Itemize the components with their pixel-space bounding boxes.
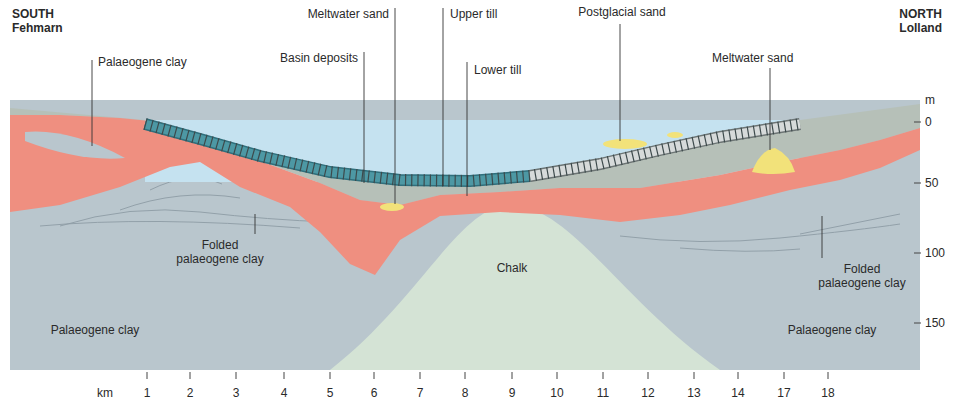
place-name: Lolland [899,21,942,35]
layer-label: Palaeogene clay [51,323,140,337]
axis-value: 13 [687,386,700,400]
axis-value: 11 [597,386,609,400]
layer-label: Meltwater sand [712,51,793,65]
axis-value: 17 [777,386,790,400]
layer-label: Basin deposits [280,51,358,65]
layer-label: Chalk [497,261,528,275]
axis-value: 10 [550,386,563,400]
clay-lens [25,132,125,159]
axis-value: 5 [327,386,334,400]
meltwater-sand [752,148,795,174]
palaeogene-clay [10,100,920,370]
axis-value: 1 [144,386,151,400]
lower-till [10,115,920,275]
axis-value: 4 [281,386,288,400]
postglacial-sand [603,139,647,149]
place-name: NORTH [899,7,942,21]
axis-unit: km [97,386,113,400]
axis-value: 7 [417,386,424,400]
axis-value: 18 [821,386,834,400]
axis-unit: m [925,93,935,107]
axis-value: 150 [925,316,945,330]
axis-value: 50 [925,176,938,190]
layer-label: Upper till [450,7,497,21]
km-ticks [147,372,828,379]
postglacial-sand [667,132,683,138]
place-name: SOUTH [12,7,54,21]
axis-value: 14 [731,386,744,400]
axis-value: 2 [187,386,194,400]
layer-label: Postglacial sand [578,5,665,19]
leader-lines [92,8,822,258]
layer-label: Palaeogene clay [788,323,877,337]
meltwater-sand [380,203,404,211]
layer-label: Folded palaeogene clay [170,238,270,266]
layer-label: Palaeogene clay [98,55,187,69]
axis-value: 8 [462,386,469,400]
layer-label: Meltwater sand [308,7,389,21]
place-name: Fehmarn [12,21,63,35]
axis-value: 9 [509,386,516,400]
layer-label: Lower till [474,63,521,77]
layer-label: Folded palaeogene clay [812,262,912,290]
axis-value: 3 [233,386,240,400]
depth-ticks [914,122,921,323]
axis-value: 0 [925,115,932,129]
tunnel [145,124,800,181]
axis-value: 100 [925,246,945,260]
axis-value: 12 [641,386,654,400]
axis-value: 6 [371,386,378,400]
